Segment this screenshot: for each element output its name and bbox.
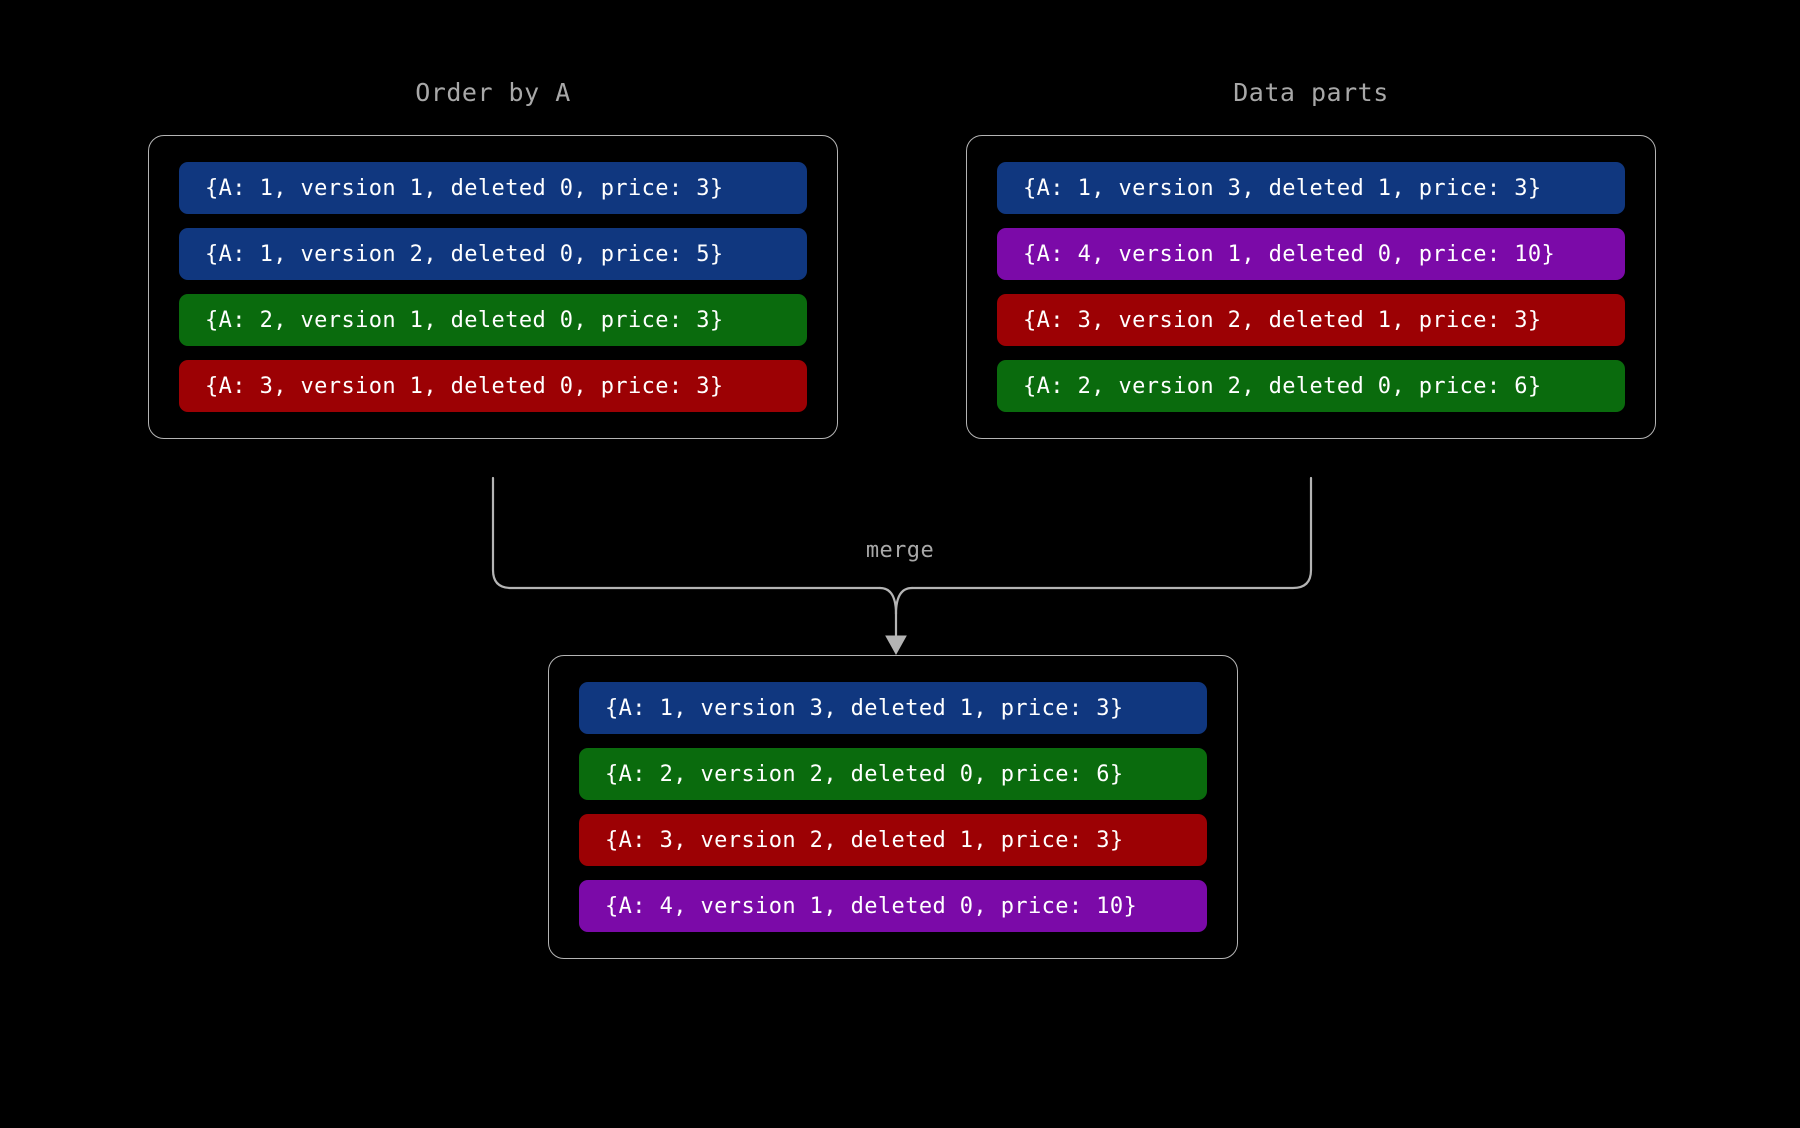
record-row: {A: 1, version 3, deleted 1, price: 3} — [997, 162, 1625, 214]
record-row: {A: 4, version 1, deleted 0, price: 10} — [997, 228, 1625, 280]
record-row: {A: 1, version 3, deleted 1, price: 3} — [579, 682, 1207, 734]
record-row: {A: 1, version 1, deleted 0, price: 3} — [179, 162, 807, 214]
record-row: {A: 3, version 1, deleted 0, price: 3} — [179, 360, 807, 412]
panel-data-parts: {A: 1, version 3, deleted 1, price: 3} {… — [966, 135, 1656, 439]
record-row: {A: 3, version 2, deleted 1, price: 3} — [579, 814, 1207, 866]
record-row: {A: 2, version 2, deleted 0, price: 6} — [997, 360, 1625, 412]
record-row: {A: 2, version 2, deleted 0, price: 6} — [579, 748, 1207, 800]
record-row: {A: 3, version 2, deleted 1, price: 3} — [997, 294, 1625, 346]
record-row: {A: 4, version 1, deleted 0, price: 10} — [579, 880, 1207, 932]
panel-title-data-parts: Data parts — [1233, 78, 1389, 107]
merge-label: merge — [865, 538, 935, 563]
panel-order-by: {A: 1, version 1, deleted 0, price: 3} {… — [148, 135, 838, 439]
record-row: {A: 1, version 2, deleted 0, price: 5} — [179, 228, 807, 280]
panel-merged-result: {A: 1, version 3, deleted 1, price: 3} {… — [548, 655, 1238, 959]
record-list-order-by: {A: 1, version 1, deleted 0, price: 3} {… — [149, 162, 837, 412]
record-list-merged: {A: 1, version 3, deleted 1, price: 3} {… — [549, 682, 1237, 932]
record-list-data-parts: {A: 1, version 3, deleted 1, price: 3} {… — [967, 162, 1655, 412]
panel-title-order-by: Order by A — [415, 78, 571, 107]
record-row: {A: 2, version 1, deleted 0, price: 3} — [179, 294, 807, 346]
